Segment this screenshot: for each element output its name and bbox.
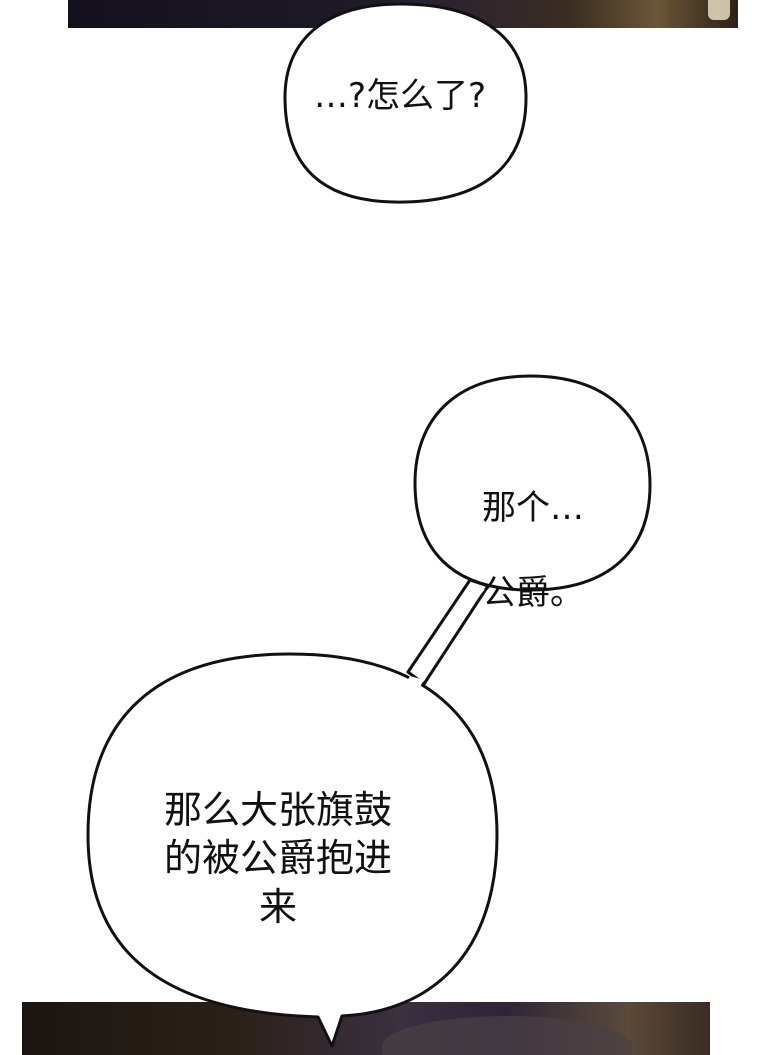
speech-bubble-1 (283, 2, 528, 204)
bubble-2-line-1: 那个… (482, 487, 584, 528)
bubble-2-text: 那个… 公爵。 (432, 444, 642, 657)
speech-bubble-2 (413, 374, 652, 592)
lamp-glow (708, 0, 730, 20)
speech-bubble-3 (86, 652, 499, 1048)
bubble-3-text: 那么大张旗鼓 的被公爵抱进 来 (163, 788, 392, 929)
bubble-1-text: …?怎么了? (313, 76, 487, 116)
bubble-2-line-2: 公爵。 (482, 572, 584, 613)
